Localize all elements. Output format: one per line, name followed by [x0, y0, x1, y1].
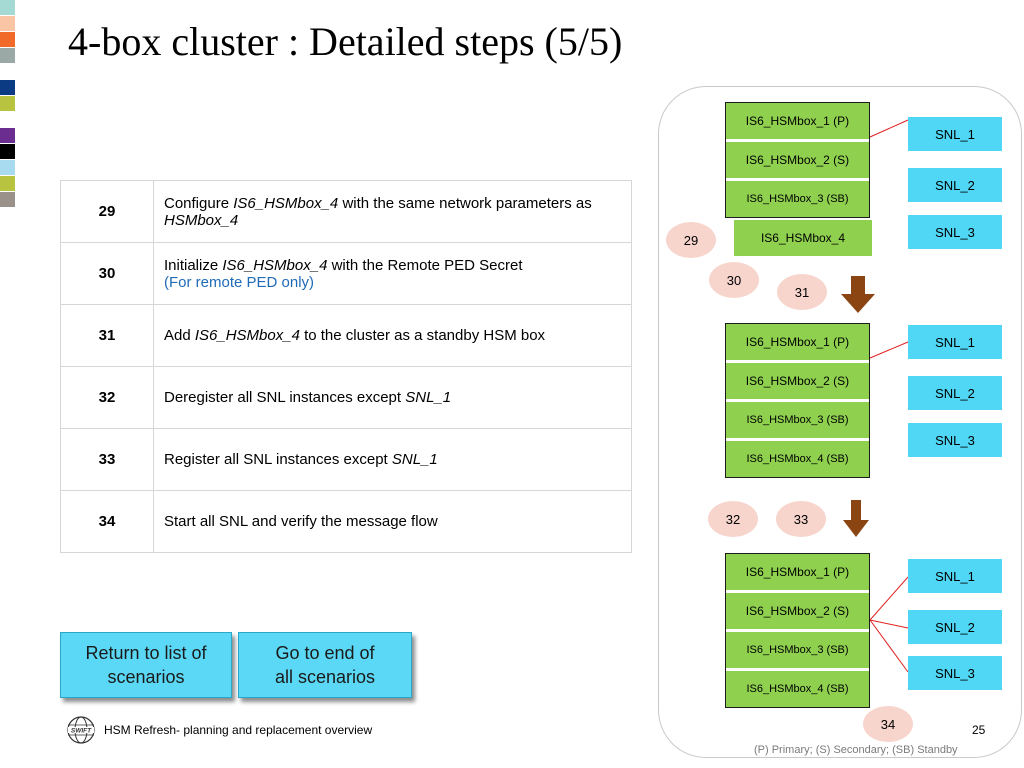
cluster-3: IS6_HSMbox_1 (P) IS6_HSMbox_2 (S) IS6_HS… [725, 553, 870, 708]
color-strip-block [0, 32, 15, 47]
step-number: 34 [60, 490, 154, 553]
hsm-box: IS6_HSMbox_2 (S) [726, 142, 869, 178]
snl-box: SNL_3 [908, 215, 1002, 249]
step-text: with the same network parameters as [338, 194, 592, 212]
step-text: with the Remote PED Secret [327, 256, 523, 274]
link-line [869, 576, 909, 621]
end-button-label-line2: all scenarios [274, 667, 376, 687]
step-description: Register all SNL instances except SNL_1 [153, 428, 632, 491]
step-circle: 30 [709, 262, 759, 298]
step-text: Register all SNL instances except [164, 451, 392, 468]
hsm-box: IS6_HSMbox_3 (SB) [726, 181, 869, 217]
return-button-label-line1: Return to list of [85, 643, 207, 663]
link-line [869, 341, 909, 359]
down-arrow-icon [841, 276, 875, 313]
page-title: 4-box cluster : Detailed steps (5/5) [68, 19, 623, 64]
step-text: to the cluster as a standby HSM box [299, 327, 546, 344]
snl-box: SNL_2 [908, 376, 1002, 410]
down-arrow-icon [843, 500, 869, 537]
hsm-box: IS6_HSMbox_4 (SB) [726, 441, 869, 477]
step-description: Deregister all SNL instances except SNL_… [153, 366, 632, 429]
step-circle: 31 [777, 274, 827, 310]
step-text: Deregister all SNL instances except [164, 389, 406, 406]
color-strip-block [0, 176, 15, 191]
hsm-box: IS6_HSMbox_3 (SB) [726, 632, 869, 668]
hsm-box: IS6_HSMbox_1 (P) [726, 103, 869, 139]
link-line [869, 619, 909, 673]
step-text: SNL_1 [405, 389, 452, 406]
step-circle: 29 [666, 222, 716, 258]
step-description: Add IS6_HSMbox_4 to the cluster as a sta… [153, 304, 632, 367]
hsm-box: IS6_HSMbox_2 (S) [726, 363, 869, 399]
step-number: 33 [60, 428, 154, 491]
end-button-label-line1: Go to end of [275, 643, 375, 663]
snl-box: SNL_1 [908, 559, 1002, 593]
step-text: IS6_HSMbox_4 [194, 327, 300, 344]
diagram-panel [658, 86, 1022, 758]
step-text: SNL_1 [391, 451, 438, 468]
snl-box: SNL_1 [908, 117, 1002, 151]
hsm-box: IS6_HSMbox_4 (SB) [726, 671, 869, 707]
snl-box: SNL_2 [908, 168, 1002, 202]
color-strip-block [0, 0, 15, 15]
step-text: HSMbox_4 [164, 211, 239, 229]
svg-text:SWIFT: SWIFT [71, 728, 92, 735]
return-button-label-line2: scenarios [107, 667, 185, 687]
step-number: 30 [60, 242, 154, 305]
page-number: 25 [972, 723, 986, 737]
color-strip-block [0, 80, 15, 95]
cluster-1: IS6_HSMbox_1 (P) IS6_HSMbox_2 (S) IS6_HS… [725, 102, 870, 218]
step-number: 29 [60, 180, 154, 243]
step-text: Start all SNL and verify the message flo… [164, 513, 438, 530]
step-text: Initialize [164, 256, 223, 274]
step-circle: 33 [776, 501, 826, 537]
return-to-scenarios-button[interactable]: Return to list of scenarios [60, 632, 232, 698]
table-row: 34 Start all SNL and verify the message f… [60, 490, 632, 553]
hsm-box: IS6_HSMbox_1 (P) [726, 324, 869, 360]
step-description: Initialize IS6_HSMbox_4 with the Remote … [153, 242, 632, 305]
footer-text: HSM Refresh- planning and replacement ov… [104, 723, 373, 737]
hsm-box: IS6_HSMbox_1 (P) [726, 554, 869, 590]
step-text: Add [164, 327, 195, 344]
swift-logo-icon: SWIFT [67, 716, 95, 744]
snl-box: SNL_3 [908, 423, 1002, 457]
color-strip-block [0, 96, 15, 111]
step-description: Configure IS6_HSMbox_4 with the same net… [153, 180, 632, 243]
hsm-box: IS6_HSMbox_2 (S) [726, 593, 869, 629]
step-text: (For remote PED only) [164, 273, 315, 291]
link-line [869, 119, 909, 138]
go-to-end-button[interactable]: Go to end of all scenarios [238, 632, 412, 698]
color-strip-block [0, 160, 15, 175]
link-line [869, 619, 909, 629]
step-text: IS6_HSMbox_4 [233, 194, 339, 212]
color-strip-block [0, 112, 15, 127]
color-strip-block [0, 64, 15, 79]
hsm-box-standalone: IS6_HSMbox_4 [734, 220, 872, 256]
snl-box: SNL_1 [908, 325, 1002, 359]
color-strip-block [0, 16, 15, 31]
step-text: Configure [164, 194, 234, 212]
snl-box: SNL_2 [908, 610, 1002, 644]
step-circle: 34 [863, 706, 913, 742]
hsm-box: IS6_HSMbox_3 (SB) [726, 402, 869, 438]
cluster-2: IS6_HSMbox_1 (P) IS6_HSMbox_2 (S) IS6_HS… [725, 323, 870, 478]
color-strip-block [0, 144, 15, 159]
step-text: IS6_HSMbox_4 [222, 256, 328, 274]
step-circle: 32 [708, 501, 758, 537]
legend-text: (P) Primary; (S) Secondary; (SB) Standby [754, 744, 958, 756]
color-strip-block [0, 128, 15, 143]
step-description: Start all SNL and verify the message flo… [153, 490, 632, 553]
color-strip-block [0, 48, 15, 63]
color-strip-block [0, 192, 15, 207]
snl-box: SNL_3 [908, 656, 1002, 690]
